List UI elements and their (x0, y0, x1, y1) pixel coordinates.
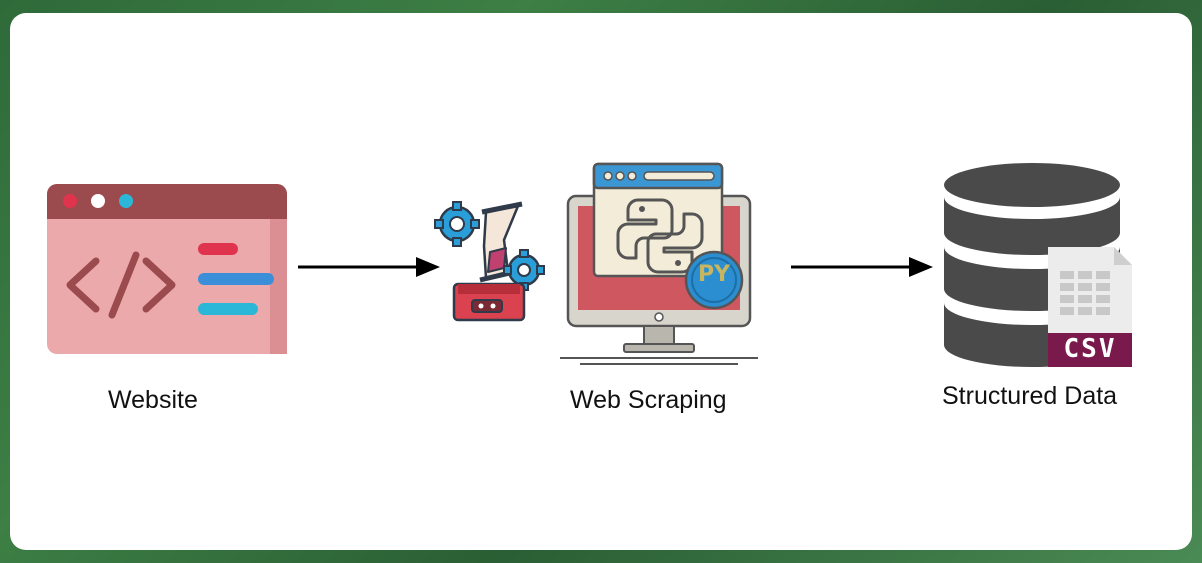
arrow-scraping-to-data (791, 257, 933, 277)
py-badge-text: PY (697, 262, 731, 287)
csv-badge-text: CSV (1063, 334, 1117, 364)
website-label: Website (108, 386, 198, 414)
python-monitor-icon (560, 162, 758, 365)
database-icon (944, 163, 1132, 367)
arrow-website-to-scraping (298, 257, 440, 277)
website-icon (47, 184, 287, 354)
csv-file-icon (1048, 247, 1132, 367)
structured-data-label: Structured Data (942, 382, 1118, 410)
web-scraping-label: Web Scraping (570, 386, 727, 414)
scraper-tool-icon (434, 201, 545, 322)
